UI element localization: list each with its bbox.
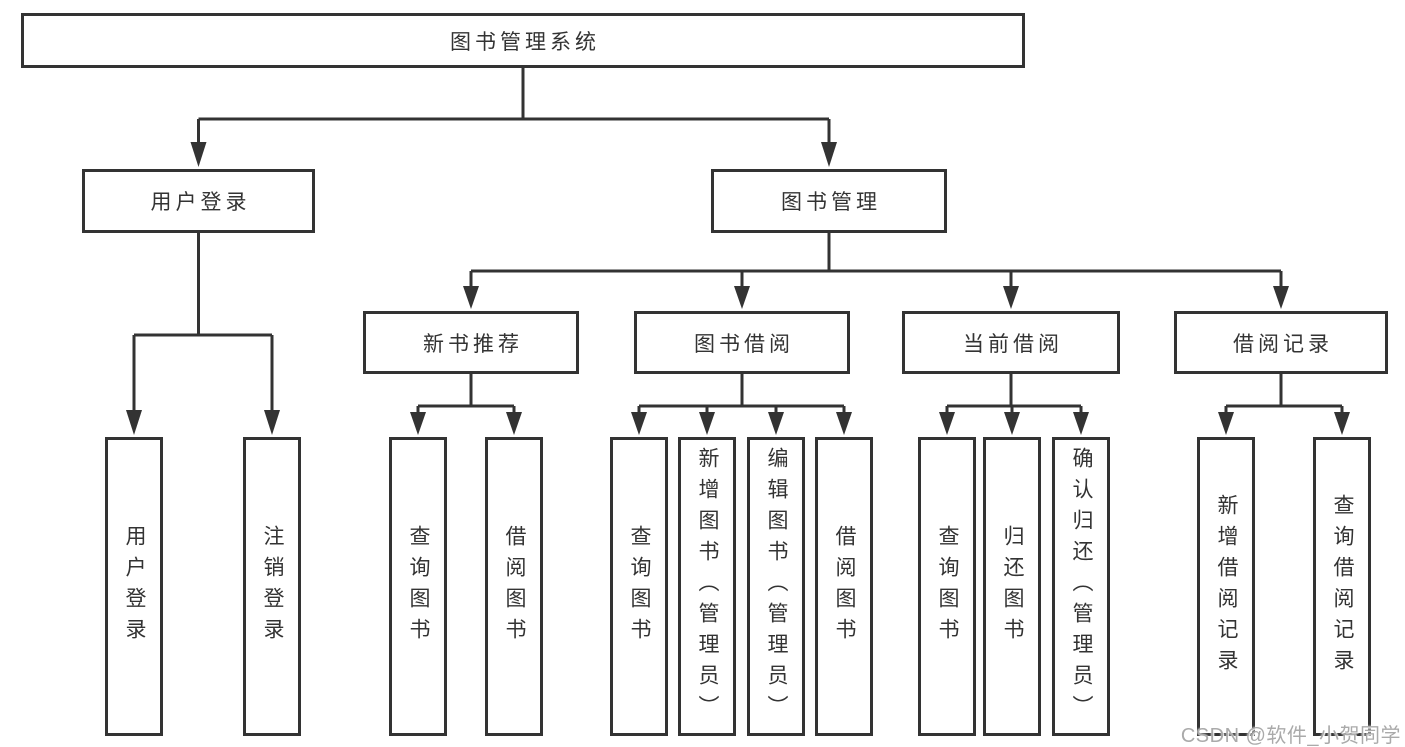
leaf-current-confirm-return-admin: 确认归还（管理员） — [1052, 437, 1110, 736]
arrowhead-icon — [1273, 286, 1289, 309]
node-book-management: 图书管理 — [711, 169, 947, 233]
arrowhead-icon — [734, 286, 750, 309]
csdn-watermark: CSDN @软件_小贺同学 — [1180, 725, 1401, 747]
arrowhead-icon — [768, 412, 784, 435]
leaf-records-add-record: 新增借阅记录 — [1197, 437, 1255, 736]
leaf-logout: 注销登录 — [243, 437, 301, 736]
connector-login-children — [126, 233, 280, 435]
arrowhead-icon — [1003, 286, 1019, 309]
connector-root-to-level2 — [190, 68, 837, 167]
leaf-current-query-book: 查询图书 — [918, 437, 976, 736]
node-root-library-system: 图书管理系统 — [21, 13, 1025, 68]
arrowhead-icon — [836, 412, 852, 435]
arrowhead-icon — [410, 412, 426, 435]
arrowhead-icon — [699, 412, 715, 435]
leaf-recommend-query-book: 查询图书 — [389, 437, 447, 736]
leaf-user-login: 用户登录 — [105, 437, 163, 736]
arrowhead-icon — [506, 412, 522, 435]
node-borrow-records: 借阅记录 — [1174, 311, 1388, 374]
arrowhead-icon — [264, 410, 280, 435]
leaf-records-query-record: 查询借阅记录 — [1313, 437, 1371, 736]
node-book-borrow: 图书借阅 — [634, 311, 850, 374]
connector-records-children — [1218, 374, 1350, 435]
arrowhead-icon — [463, 286, 479, 309]
leaf-current-return-book: 归还图书 — [983, 437, 1041, 736]
arrowhead-icon — [1334, 412, 1350, 435]
arrowhead-icon — [190, 142, 207, 167]
connector-recommend-children — [410, 374, 522, 435]
node-user-login: 用户登录 — [82, 169, 315, 233]
leaf-borrow-edit-book-admin: 编辑图书（管理员） — [747, 437, 805, 736]
leaf-borrow-query-book: 查询图书 — [610, 437, 668, 736]
arrowhead-icon — [126, 410, 142, 435]
leaf-borrow-borrow-book: 借阅图书 — [815, 437, 873, 736]
arrowhead-icon — [939, 412, 955, 435]
connector-mgmt-to-level3 — [463, 233, 1289, 309]
leaf-borrow-add-book-admin: 新增图书（管理员） — [678, 437, 736, 736]
arrowhead-icon — [1218, 412, 1234, 435]
arrowhead-icon — [631, 412, 647, 435]
connector-current-children — [939, 374, 1089, 435]
node-current-borrow: 当前借阅 — [902, 311, 1120, 374]
arrowhead-icon — [821, 142, 837, 167]
arrowhead-icon — [1004, 412, 1020, 435]
node-new-book-recommend: 新书推荐 — [363, 311, 579, 374]
leaf-recommend-borrow-book: 借阅图书 — [485, 437, 543, 736]
connector-borrow-children — [631, 374, 852, 435]
arrowhead-icon — [1073, 412, 1089, 435]
